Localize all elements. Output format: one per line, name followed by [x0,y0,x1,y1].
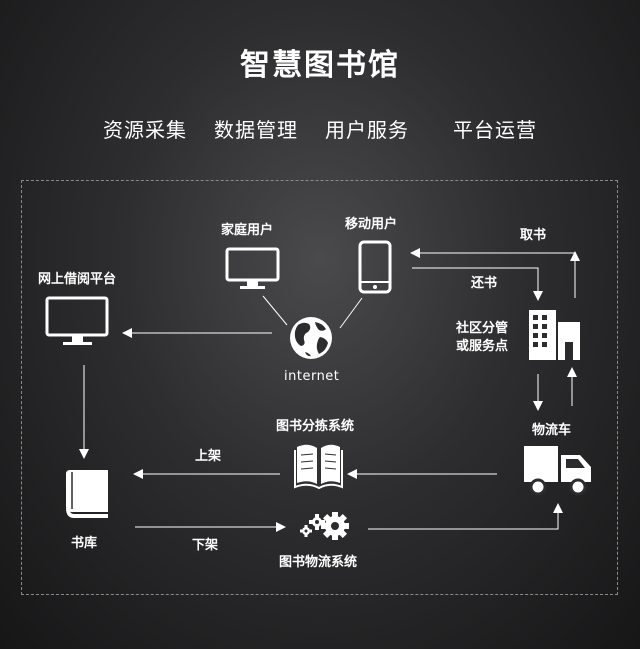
label-home-user: 家庭用户 [221,223,274,238]
nav-resource-collection[interactable]: 资源采集 [103,118,187,142]
open-book-icon [294,444,343,490]
truck-icon [524,446,591,496]
label-shelve-up: 上架 [195,449,222,464]
edge-mobile-to-internet [339,297,363,329]
globe-icon [290,317,332,359]
nav-data-management[interactable]: 数据管理 [214,118,298,142]
gears-icon [300,512,349,540]
label-internet: internet [284,369,340,384]
edge-home-to-internet [262,295,288,326]
label-shelve-down: 下架 [192,538,219,553]
label-book-library: 书库 [71,536,98,551]
label-online-platform: 网上借阅平台 [38,272,117,287]
community-building-icon [529,310,580,360]
diagram-frame [21,180,618,595]
edge-logistics-to-truck [368,503,563,530]
closed-book-icon [66,470,108,518]
label-community-line2: 或服务点 [456,339,509,354]
label-pickup: 取书 [520,228,547,243]
label-community-line1: 社区分管 [456,321,509,336]
label-logistics-truck: 物流车 [532,423,572,438]
desktop-monitor-icon [225,247,280,289]
label-return: 还书 [471,276,498,291]
label-logistics-system: 图书物流系统 [279,555,358,570]
connector-lines [79,248,580,532]
page-title: 智慧图书馆 [240,48,400,83]
label-mobile-user: 移动用户 [345,217,398,232]
label-sorting-system: 图书分拣系统 [276,419,355,434]
nav-user-service[interactable]: 用户服务 [325,118,409,142]
nav-platform-operation[interactable]: 平台运营 [453,118,537,142]
edge-return [412,267,543,301]
platform-monitor-icon [45,296,109,345]
mobile-phone-icon [358,240,392,294]
